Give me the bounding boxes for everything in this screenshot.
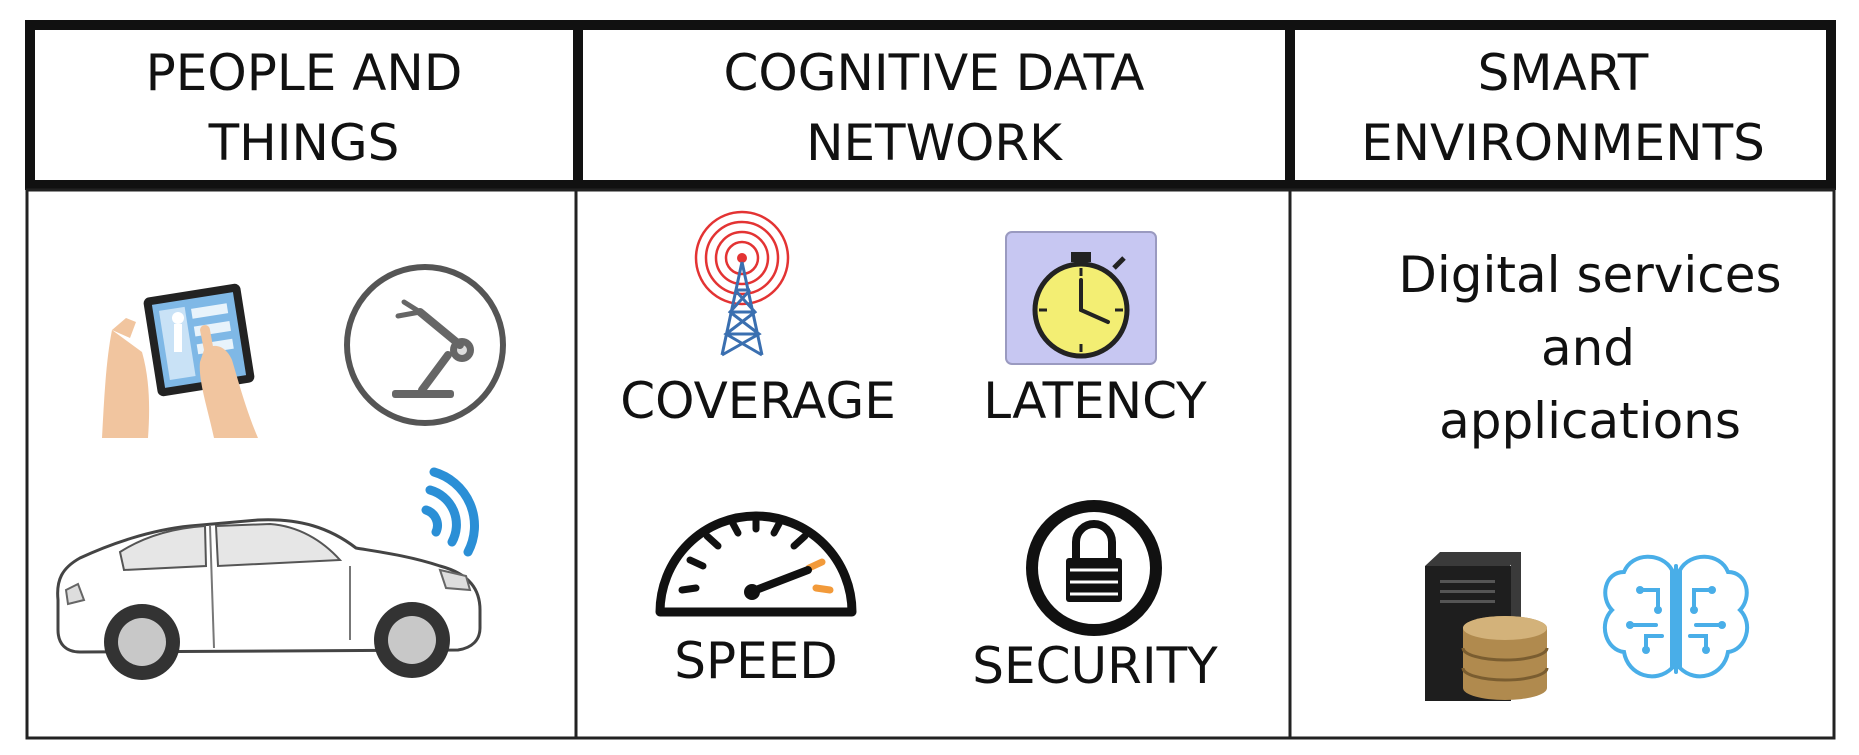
header-smart-line2: ENVIRONMENTS	[1361, 114, 1765, 172]
body-frame	[25, 188, 1836, 740]
services-line-2: and	[1541, 319, 1635, 377]
header-smart-line1: SMART	[1478, 44, 1649, 102]
body-row	[25, 188, 1836, 740]
lock-icon	[1026, 500, 1162, 636]
header-network-line2: NETWORK	[806, 114, 1063, 172]
feature-label-latency: LATENCY	[983, 372, 1207, 430]
server-database-icon	[1425, 552, 1549, 701]
speedometer-icon	[655, 511, 857, 617]
header-network-line1: COGNITIVE DATA	[724, 44, 1145, 102]
antenna-tower-icon	[694, 210, 790, 357]
car-icon	[56, 518, 482, 680]
column-people-and-things	[56, 264, 506, 680]
tablet-hands-icon	[102, 283, 258, 438]
header-people-line1: PEOPLE AND	[146, 44, 463, 102]
services-line-3: applications	[1439, 392, 1741, 450]
feature-label-security: SECURITY	[972, 637, 1218, 695]
header-row: PEOPLE AND THINGS COGNITIVE DATA NETWORK…	[25, 20, 1836, 190]
stopwatch-icon	[1005, 231, 1157, 365]
column-cognitive-data-network: COVERAGE LATENCY	[620, 210, 1218, 695]
header-people-line2: THINGS	[208, 114, 400, 172]
services-line-1: Digital services	[1398, 246, 1781, 304]
feature-label-speed: SPEED	[674, 632, 838, 690]
column-smart-environments: Digital services and applications	[1398, 246, 1782, 701]
feature-label-coverage: COVERAGE	[620, 372, 896, 430]
circuit-brain-icon	[1602, 554, 1750, 679]
wireless-signal-icon	[421, 467, 479, 557]
robot-arm-icon	[344, 264, 506, 426]
header-cell-smart-environments	[1285, 20, 1836, 190]
